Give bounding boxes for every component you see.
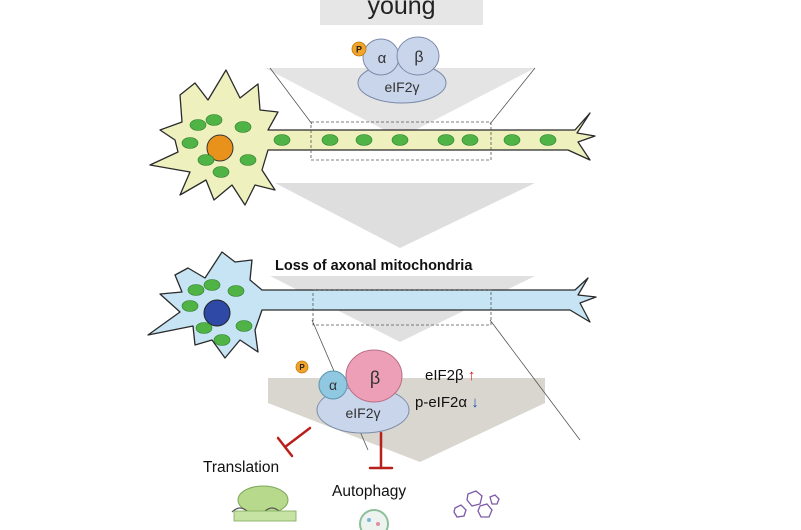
autophagy-label: Autophagy	[332, 483, 407, 500]
bottom-beta-subunit	[345, 349, 403, 403]
top-gamma-label: eIF2γ	[384, 79, 419, 95]
bottom-alpha-label: α	[329, 377, 337, 393]
zoom-line-right-top	[489, 67, 536, 125]
transition-arrow	[275, 183, 535, 248]
autophagosome-icon	[359, 509, 389, 530]
zoom-line-left-top	[269, 67, 313, 125]
peif2a-indicator: p-eIF2α ↓	[415, 394, 479, 411]
top-beta-subunit	[396, 36, 440, 76]
top-phospho-label: P	[356, 45, 362, 55]
translation-label: Translation	[203, 459, 280, 476]
bottom-alpha-subunit	[318, 370, 348, 400]
bottom-phospho	[295, 360, 309, 374]
ribosome-icon	[231, 485, 297, 522]
peif2a-label: p-eIF2α	[415, 394, 468, 411]
bottom-phospho-label: P	[299, 363, 305, 372]
zoom-box-young	[310, 121, 492, 161]
title-box	[320, 0, 483, 25]
inhibition-translation-bar	[276, 436, 294, 458]
down-arrow-icon: ↓	[471, 394, 479, 411]
top-alpha-label: α	[378, 50, 387, 67]
top-phospho	[351, 41, 367, 57]
inhibition-arrows	[276, 426, 394, 470]
young-neuron-body	[149, 69, 596, 206]
aged-mitochondria	[181, 279, 253, 346]
eif2b-indicator: eIF2β ↑	[425, 367, 475, 384]
eif2b-label: eIF2β	[425, 367, 464, 384]
bottom-gamma-label: eIF2γ	[345, 405, 380, 421]
aged-neuron	[147, 251, 597, 359]
inhibition-translation	[283, 426, 312, 449]
bottom-eif2-complex: P α β eIF2γ	[295, 349, 410, 434]
zoom-cone-bottom	[268, 378, 545, 462]
aged-neuron-body	[147, 251, 597, 359]
young-neuron	[149, 69, 596, 206]
young-mitochondria	[181, 114, 557, 178]
protein-aggregate-icon	[453, 490, 500, 518]
aged-nucleus	[203, 299, 231, 327]
top-eif2-complex: P α β eIF2γ	[351, 36, 447, 104]
title: young	[367, 0, 436, 20]
zoom-box-aged	[312, 289, 492, 326]
top-beta-label: β	[414, 49, 423, 66]
zoom-line-right-bottom	[489, 319, 581, 441]
up-arrow-icon: ↑	[467, 367, 476, 384]
bottom-beta-label: β	[370, 368, 380, 388]
loss-caption: Loss of axonal mitochondria	[275, 258, 473, 274]
young-nucleus	[206, 134, 234, 162]
